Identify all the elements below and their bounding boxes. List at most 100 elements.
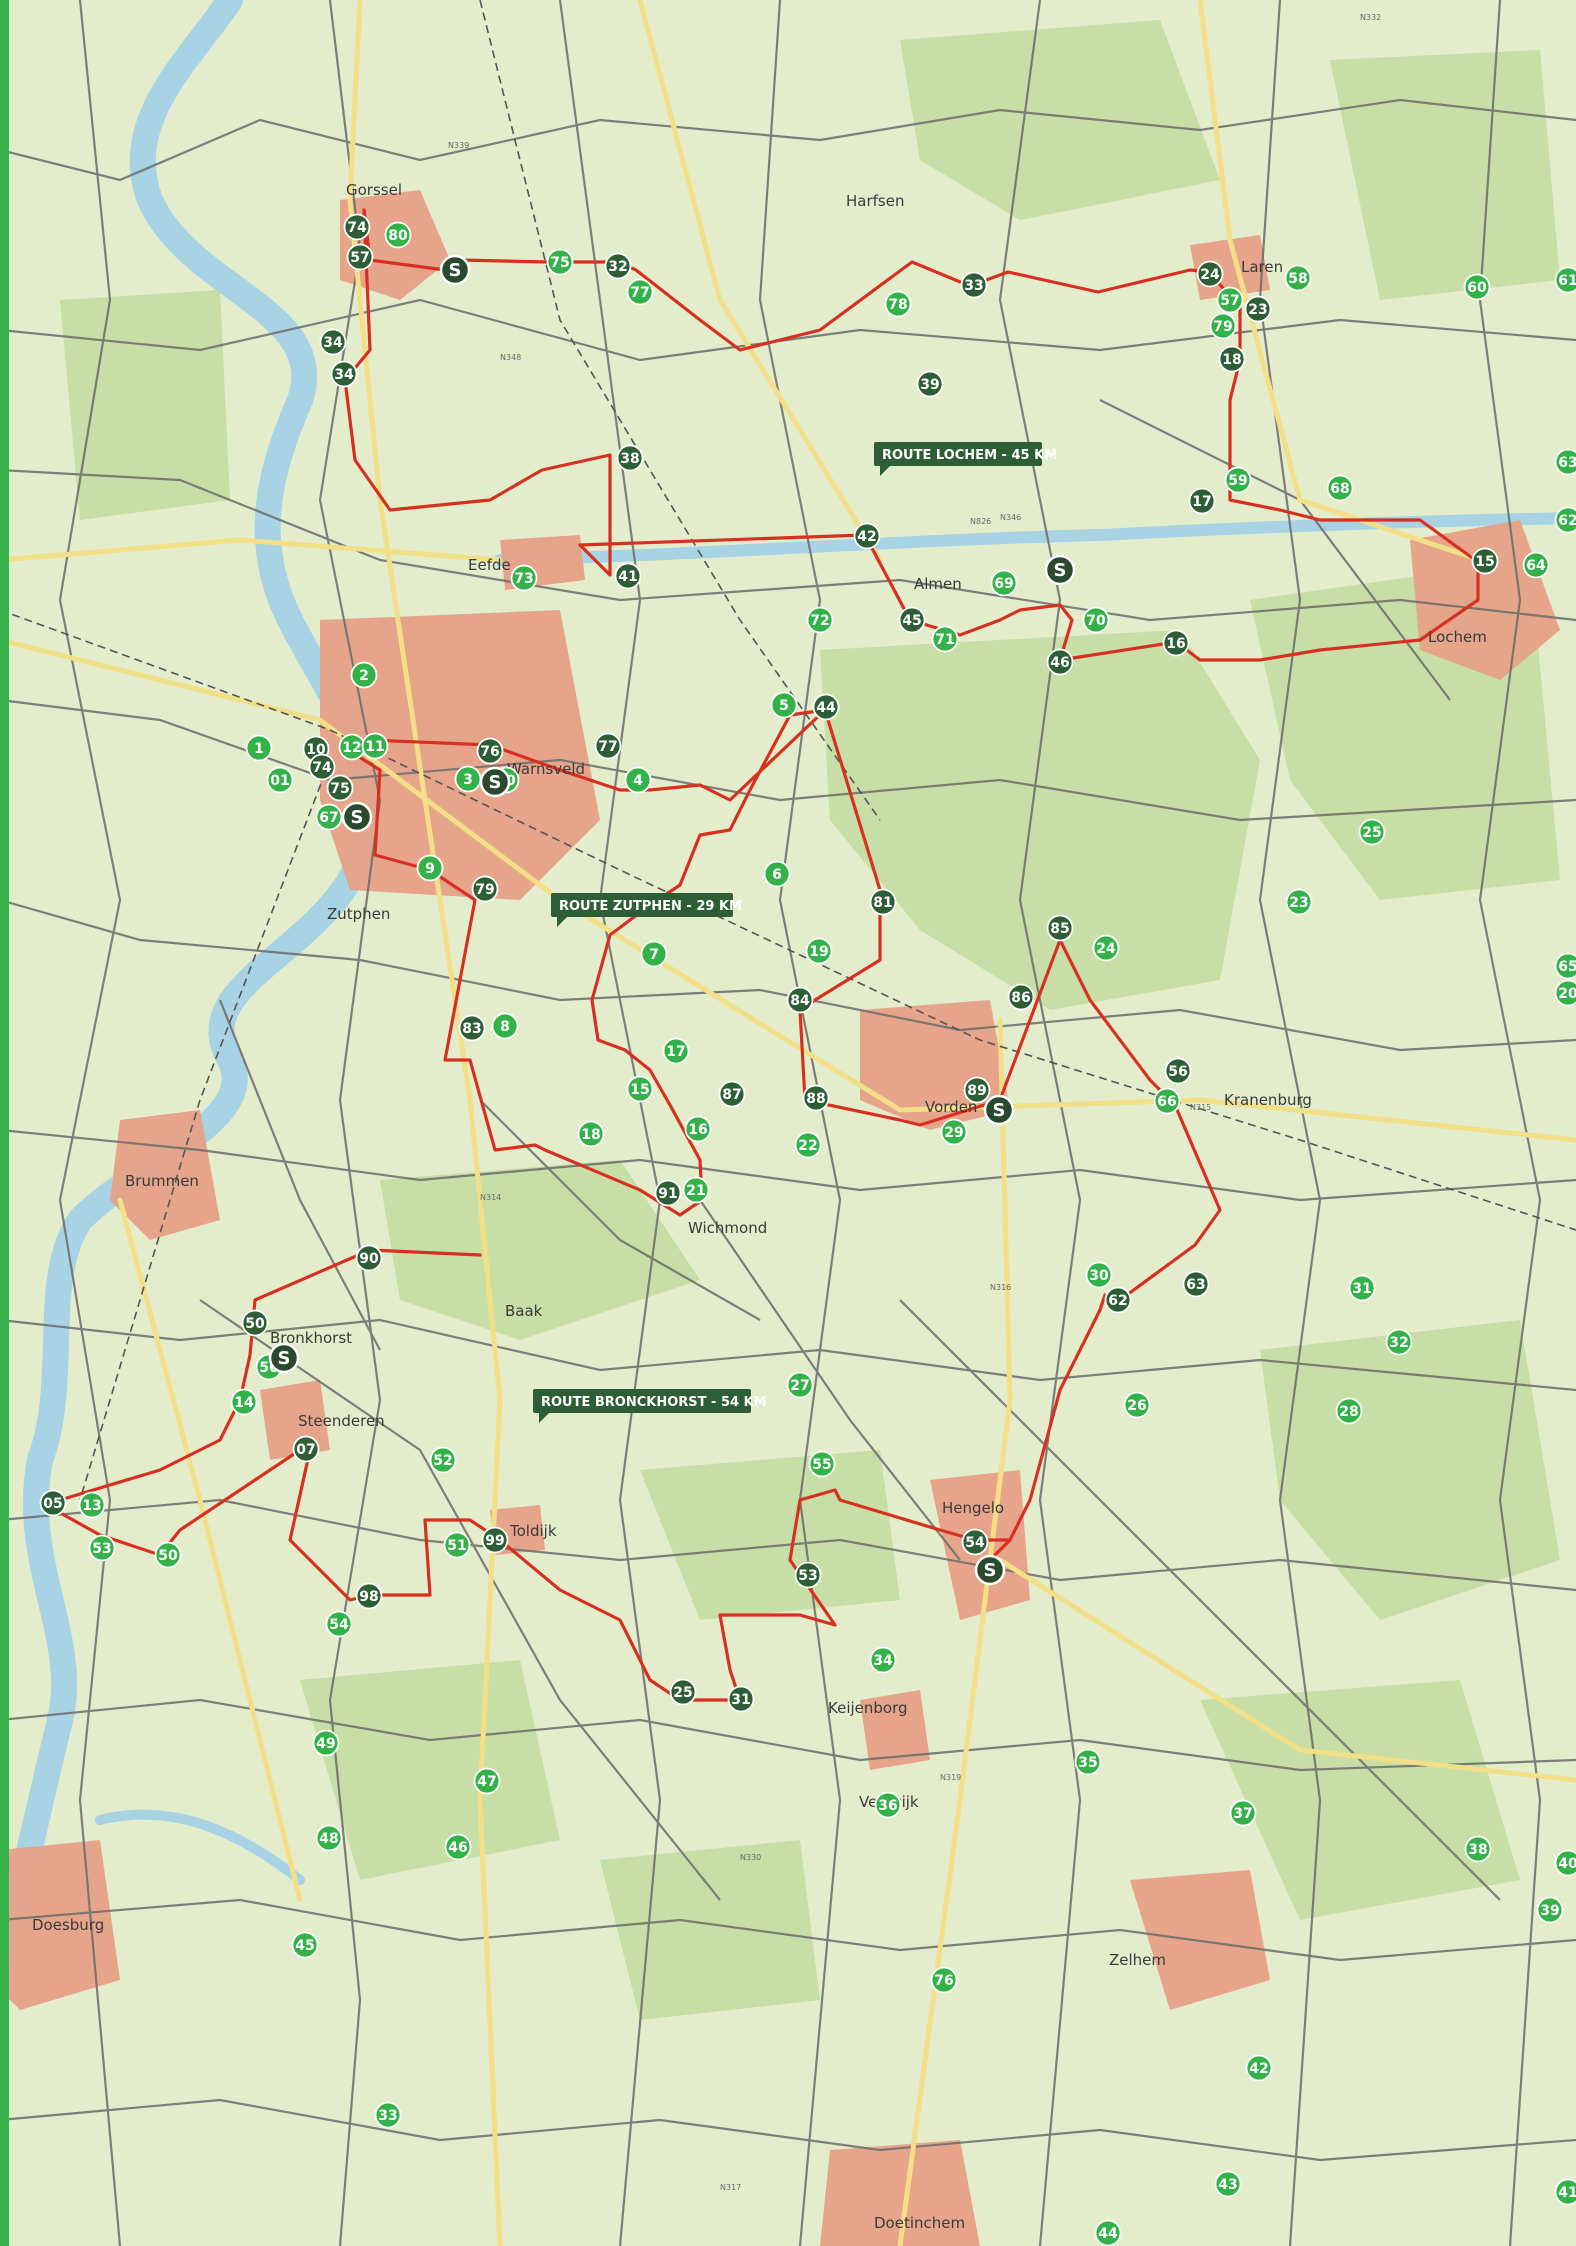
- route-node-79[interactable]: 79: [471, 875, 499, 903]
- route-node-88[interactable]: 88: [802, 1084, 830, 1112]
- junction-node-76[interactable]: 76: [930, 1966, 958, 1994]
- junction-node-69[interactable]: 69: [990, 569, 1018, 597]
- route-node-74[interactable]: 74: [343, 213, 371, 241]
- junction-node-46[interactable]: 46: [444, 1833, 472, 1861]
- junction-node-6[interactable]: 6: [763, 860, 791, 888]
- start-marker[interactable]: S: [479, 766, 511, 798]
- route-node-76[interactable]: 76: [476, 737, 504, 765]
- route-node-33[interactable]: 33: [960, 271, 988, 299]
- junction-node-32[interactable]: 32: [1385, 1328, 1413, 1356]
- junction-node-38[interactable]: 38: [1464, 1835, 1492, 1863]
- junction-node-11[interactable]: 11: [361, 732, 389, 760]
- junction-node-01[interactable]: 01: [266, 766, 294, 794]
- junction-node-44[interactable]: 44: [1094, 2219, 1122, 2246]
- junction-node-16[interactable]: 16: [684, 1115, 712, 1143]
- junction-node-45[interactable]: 45: [291, 1931, 319, 1959]
- junction-node-20[interactable]: 20: [1554, 979, 1576, 1007]
- junction-node-78[interactable]: 78: [884, 290, 912, 318]
- route-node-17[interactable]: 17: [1188, 487, 1216, 515]
- route-node-99[interactable]: 99: [481, 1526, 509, 1554]
- junction-node-40[interactable]: 40: [1554, 1849, 1576, 1877]
- junction-node-34[interactable]: 34: [869, 1646, 897, 1674]
- start-marker[interactable]: S: [974, 1554, 1006, 1586]
- junction-node-31[interactable]: 31: [1348, 1274, 1376, 1302]
- route-node-15[interactable]: 15: [1471, 547, 1499, 575]
- route-node-32[interactable]: 32: [604, 252, 632, 280]
- route-node-46[interactable]: 46: [1046, 648, 1074, 676]
- junction-node-33[interactable]: 33: [374, 2101, 402, 2129]
- junction-node-58[interactable]: 58: [1284, 264, 1312, 292]
- junction-node-24[interactable]: 24: [1092, 934, 1120, 962]
- junction-node-79[interactable]: 79: [1209, 312, 1237, 340]
- junction-node-75[interactable]: 75: [546, 248, 574, 276]
- junction-node-28[interactable]: 28: [1335, 1397, 1363, 1425]
- route-node-98[interactable]: 98: [355, 1582, 383, 1610]
- route-node-05[interactable]: 05: [39, 1489, 67, 1517]
- route-node-77[interactable]: 77: [594, 732, 622, 760]
- junction-node-13[interactable]: 13: [78, 1491, 106, 1519]
- route-node-84[interactable]: 84: [786, 986, 814, 1014]
- junction-node-7[interactable]: 7: [640, 940, 668, 968]
- start-marker[interactable]: S: [1044, 554, 1076, 586]
- junction-node-52[interactable]: 52: [429, 1446, 457, 1474]
- route-node-85[interactable]: 85: [1046, 914, 1074, 942]
- junction-node-67[interactable]: 67: [315, 803, 343, 831]
- route-node-75[interactable]: 75: [326, 774, 354, 802]
- junction-node-57[interactable]: 57: [1216, 286, 1244, 314]
- junction-node-62[interactable]: 62: [1554, 506, 1576, 534]
- junction-node-22[interactable]: 22: [794, 1131, 822, 1159]
- junction-node-54[interactable]: 54: [325, 1610, 353, 1638]
- route-node-25[interactable]: 25: [669, 1678, 697, 1706]
- junction-node-4[interactable]: 4: [624, 766, 652, 794]
- junction-node-43[interactable]: 43: [1214, 2170, 1242, 2198]
- route-node-86[interactable]: 86: [1007, 983, 1035, 1011]
- junction-node-35[interactable]: 35: [1074, 1748, 1102, 1776]
- route-node-53[interactable]: 53: [794, 1561, 822, 1589]
- junction-node-29[interactable]: 29: [940, 1118, 968, 1146]
- route-node-34[interactable]: 34: [330, 360, 358, 388]
- route-node-81[interactable]: 81: [869, 888, 897, 916]
- route-node-87[interactable]: 87: [718, 1080, 746, 1108]
- junction-node-53[interactable]: 53: [88, 1534, 116, 1562]
- junction-node-68[interactable]: 68: [1326, 474, 1354, 502]
- junction-node-55[interactable]: 55: [808, 1450, 836, 1478]
- junction-node-49[interactable]: 49: [312, 1729, 340, 1757]
- junction-node-70[interactable]: 70: [1082, 606, 1110, 634]
- junction-node-23[interactable]: 23: [1285, 888, 1313, 916]
- junction-node-36[interactable]: 36: [874, 1791, 902, 1819]
- junction-node-50[interactable]: 50: [154, 1541, 182, 1569]
- route-node-91[interactable]: 91: [654, 1179, 682, 1207]
- junction-node-9[interactable]: 9: [416, 854, 444, 882]
- route-node-54[interactable]: 54: [961, 1528, 989, 1556]
- junction-node-27[interactable]: 27: [786, 1371, 814, 1399]
- junction-node-37[interactable]: 37: [1229, 1799, 1257, 1827]
- route-node-90[interactable]: 90: [355, 1244, 383, 1272]
- start-marker[interactable]: S: [439, 254, 471, 286]
- junction-node-17[interactable]: 17: [662, 1037, 690, 1065]
- route-node-57[interactable]: 57: [346, 243, 374, 271]
- route-node-74[interactable]: 74: [308, 753, 336, 781]
- junction-node-12[interactable]: 12: [338, 733, 366, 761]
- junction-node-73[interactable]: 73: [510, 564, 538, 592]
- junction-node-25[interactable]: 25: [1358, 818, 1386, 846]
- start-marker[interactable]: S: [268, 1342, 300, 1374]
- junction-node-60[interactable]: 60: [1463, 273, 1491, 301]
- route-node-56[interactable]: 56: [1164, 1057, 1192, 1085]
- junction-node-51[interactable]: 51: [443, 1531, 471, 1559]
- junction-node-80[interactable]: 80: [384, 221, 412, 249]
- junction-node-47[interactable]: 47: [473, 1767, 501, 1795]
- junction-node-1[interactable]: 1: [245, 734, 273, 762]
- junction-node-77[interactable]: 77: [626, 278, 654, 306]
- junction-node-48[interactable]: 48: [315, 1824, 343, 1852]
- junction-node-41[interactable]: 41: [1554, 2178, 1576, 2206]
- junction-node-72[interactable]: 72: [806, 606, 834, 634]
- junction-node-39[interactable]: 39: [1536, 1896, 1564, 1924]
- junction-node-65[interactable]: 65: [1554, 952, 1576, 980]
- junction-node-64[interactable]: 64: [1522, 551, 1550, 579]
- route-node-34[interactable]: 34: [319, 328, 347, 356]
- junction-node-30[interactable]: 30: [1085, 1261, 1113, 1289]
- junction-node-14[interactable]: 14: [230, 1388, 258, 1416]
- route-node-89[interactable]: 89: [963, 1076, 991, 1104]
- route-node-41[interactable]: 41: [614, 562, 642, 590]
- junction-node-3[interactable]: 3: [454, 765, 482, 793]
